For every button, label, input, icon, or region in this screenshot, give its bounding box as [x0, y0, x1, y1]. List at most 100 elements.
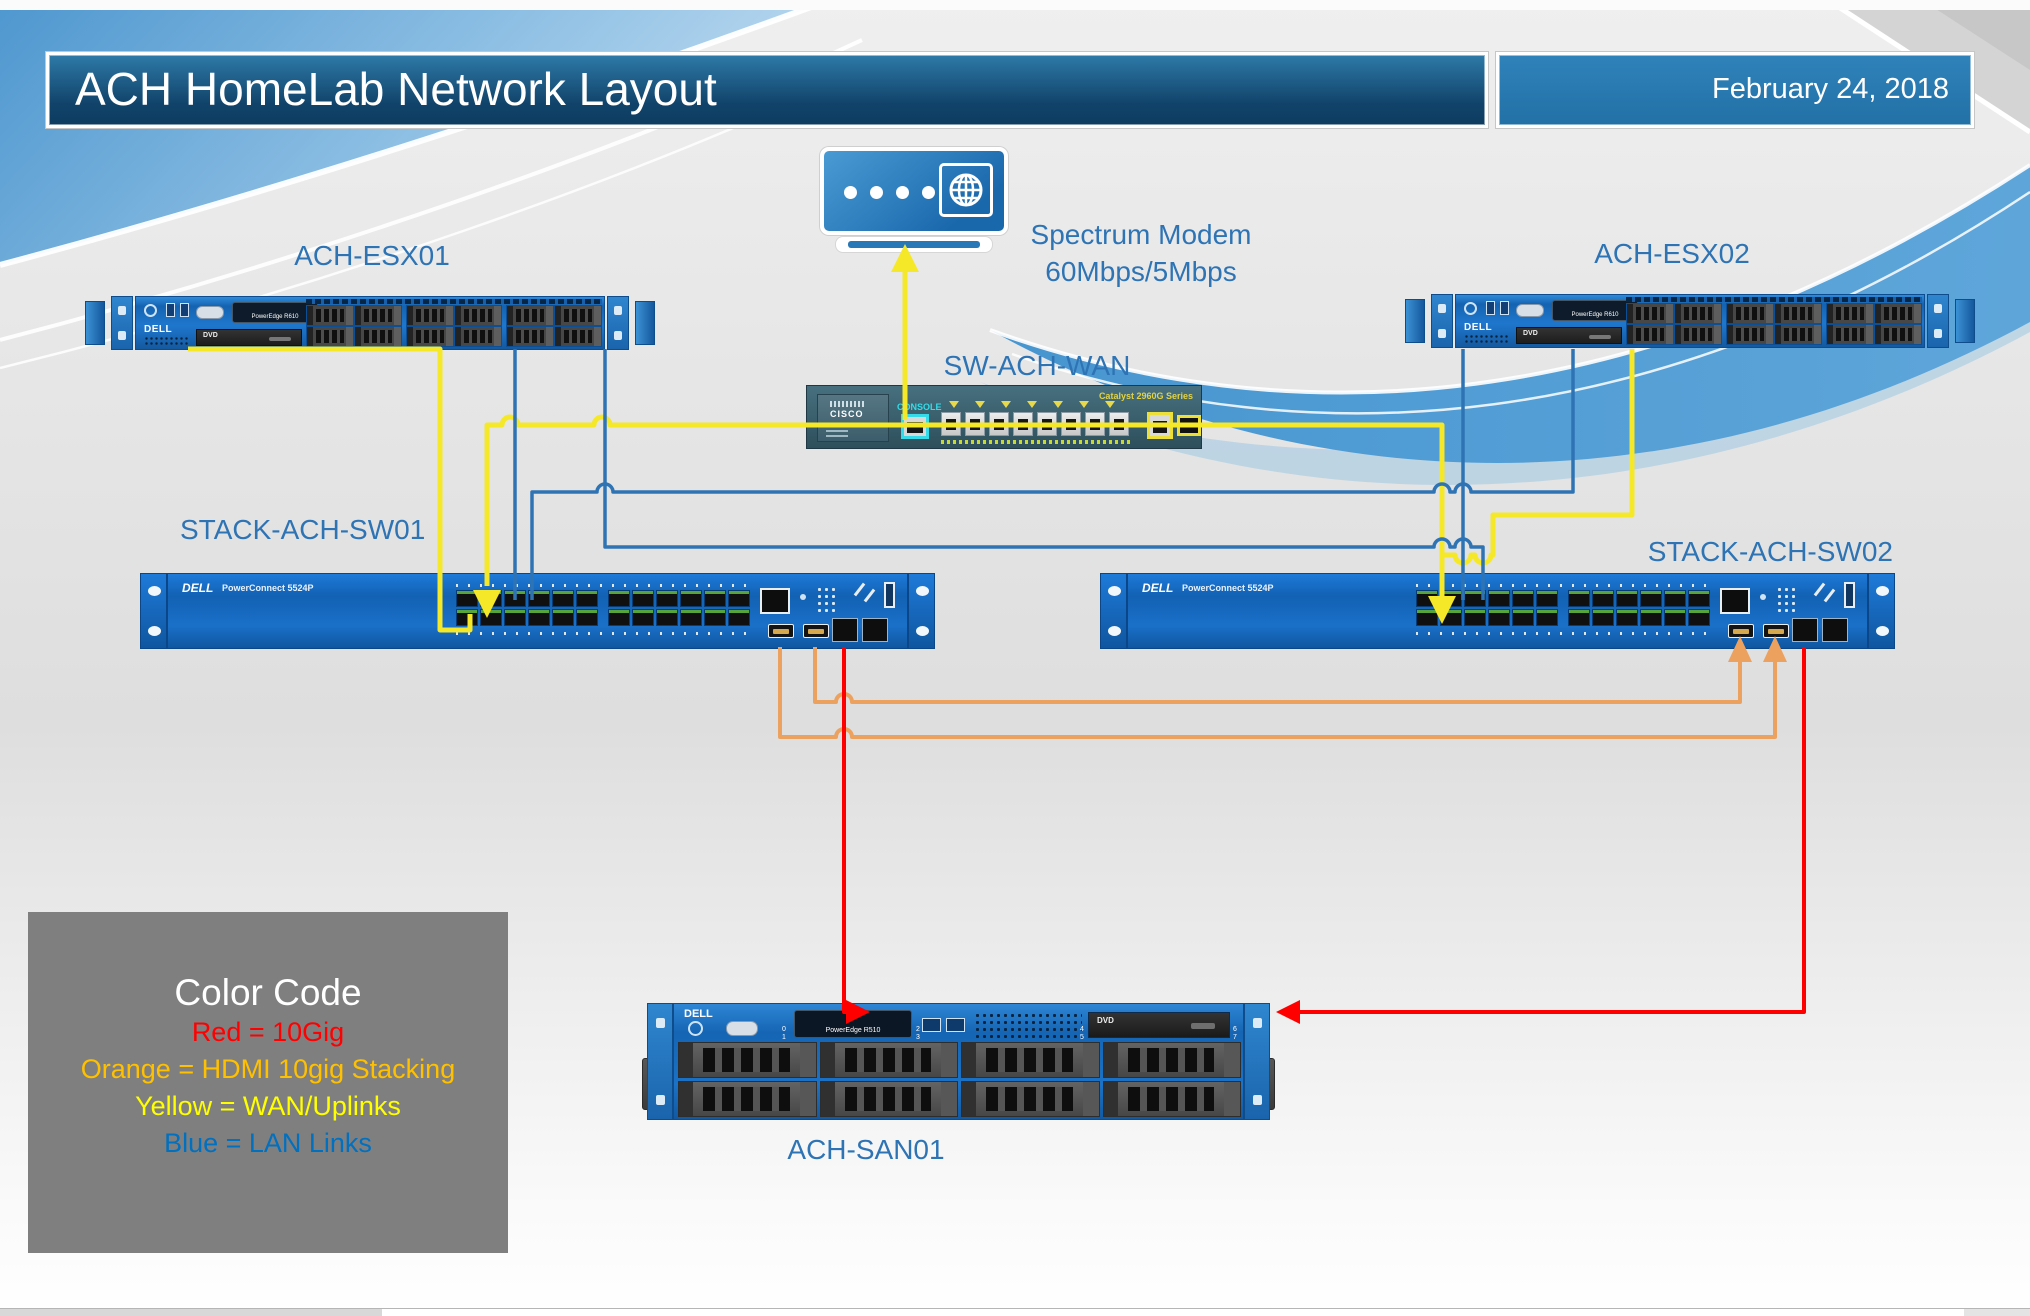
model-label: PowerConnect 5524P: [222, 583, 314, 593]
bay-number: 4: [1080, 1026, 1084, 1033]
switch-stack-ach-sw01: DELL PowerConnect 5524P: [140, 573, 935, 649]
modem-speed: 60Mbps/5Mbps: [1045, 256, 1237, 287]
modem-name: Spectrum Modem: [1030, 219, 1252, 250]
usb-port-icon: [922, 1018, 941, 1032]
date-badge: February 24, 2018: [1496, 52, 1974, 128]
power-button-icon: [688, 1021, 703, 1036]
modem-led-dots: [844, 186, 935, 199]
label-ach-esx02: ACH-ESX02: [1594, 238, 1750, 269]
port-activity-strip: [941, 440, 1131, 444]
port-block: [608, 590, 750, 626]
vga-port-icon: [1516, 304, 1544, 317]
usb-port-icon: [1844, 582, 1855, 608]
window-bottom-edge-corner: [1964, 1309, 2030, 1316]
reset-button: [800, 594, 806, 600]
legend-item-yellow: Yellow = WAN/Uplinks: [135, 1091, 401, 1121]
usb-port-icon: [166, 303, 175, 317]
usb-port-icon: [1486, 301, 1495, 315]
label-ach-esx01: ACH-ESX01: [294, 240, 450, 271]
vga-port-icon: [726, 1021, 758, 1036]
bay-number: 7: [1233, 1034, 1237, 1041]
modem-icon: [820, 147, 1008, 235]
dvd-drive: DVD: [1088, 1012, 1230, 1038]
usb-port-icon: [884, 582, 895, 608]
management-port: [1720, 588, 1750, 614]
dell-logo: DELL: [1464, 322, 1493, 333]
hdmi-stack-port: [803, 624, 829, 638]
model-label: PowerConnect 5524P: [1182, 583, 1274, 593]
legend-item-orange: Orange = HDMI 10gig Stacking: [80, 1054, 456, 1084]
page-title: ACH HomeLab Network Layout: [46, 52, 1488, 128]
stacking-line-2: [778, 647, 1777, 739]
port-arrow-icons: [949, 401, 1115, 408]
cisco-logo: CISCO: [817, 394, 889, 442]
sfp-port: [1792, 618, 1818, 642]
led-grid: [1776, 586, 1798, 614]
label-ach-san01: ACH-SAN01: [787, 1134, 945, 1165]
dvd-drive: DVD: [1516, 327, 1622, 344]
san-ach-san01: DELL PowerEdge R510 DVD 0 1 2 3 4 5 6 7: [642, 1003, 1275, 1120]
sw02-san-10gig-line: [1300, 647, 1806, 1014]
bay-number: 3: [916, 1034, 920, 1041]
vent-grid: [974, 1012, 1082, 1038]
port-block: [1568, 590, 1710, 626]
bay-number: 5: [1080, 1034, 1084, 1041]
switch-stack-ach-sw02: DELL PowerConnect 5524P: [1100, 573, 1895, 649]
vent-grid: [144, 336, 188, 347]
bay-number: 0: [782, 1026, 786, 1033]
uplink-port: [1147, 412, 1173, 439]
label-sw-ach-wan: SW-ACH-WAN: [943, 350, 1131, 381]
window-bottom-edge-left: [0, 1309, 382, 1316]
legend-item-blue: Blue = LAN Links: [164, 1128, 372, 1158]
drive-bays: [678, 1042, 1241, 1117]
hdmi-stack-port: [768, 624, 794, 638]
drive-bays: [1626, 303, 1922, 345]
dell-logo: DELL: [1142, 581, 1174, 595]
dell-logo: DELL: [182, 581, 214, 595]
bay-number: 6: [1233, 1026, 1237, 1033]
hdmi-stack-port: [1728, 624, 1754, 638]
label-stack-ach-sw01: STACK-ACH-SW01: [180, 514, 426, 545]
management-port: [760, 588, 790, 614]
port-block: [456, 590, 598, 626]
vent-grid: [1464, 334, 1508, 345]
dell-logo: DELL: [144, 324, 173, 335]
server-ach-esx02: PowerEdge R610 DELL DVD: [1405, 294, 1975, 348]
lcd-panel: PowerEdge R510: [794, 1010, 912, 1038]
console-label: CONSOLE: [897, 402, 942, 412]
color-code-legend: Color Code Red = 10Gig Orange = HDMI 10g…: [28, 912, 508, 1253]
sfp-port: [832, 618, 858, 642]
server-ach-esx01: PowerEdge R610 DELL DVD: [85, 296, 655, 350]
modem-label: Spectrum Modem 60Mbps/5Mbps: [1031, 216, 1252, 290]
sfp-port: [862, 618, 888, 642]
drive-bays: [306, 305, 602, 347]
port-block: [1416, 590, 1558, 626]
bay-number: 2: [916, 1026, 920, 1033]
legend-item-red: Red = 10Gig: [191, 1017, 345, 1047]
console-port: [901, 414, 929, 439]
hdmi-stack-port: [1763, 624, 1789, 638]
led-grid: [816, 586, 838, 614]
usb-port-icon: [180, 303, 189, 317]
dvd-drive: DVD: [196, 329, 302, 346]
esx02-uplink-line: [1443, 349, 1635, 566]
stacking-line-1: [813, 647, 1742, 704]
globe-icon: [939, 163, 993, 217]
reset-button: [1760, 594, 1766, 600]
catalyst-series-label: Catalyst 2960G Series: [1098, 391, 1193, 401]
legend-title: Color Code: [174, 972, 362, 1013]
switch-sw-ach-wan: CISCO CONSOLE Catalyst 2960G Series: [806, 385, 1202, 449]
arrow-left-icon: [1276, 1000, 1300, 1024]
power-button-icon: [1464, 302, 1477, 315]
sfp-port: [1822, 618, 1848, 642]
modem-base: [836, 237, 992, 252]
vga-port-icon: [196, 306, 224, 319]
uplink-sfp-port: [1177, 415, 1201, 436]
bay-number: 1: [782, 1034, 786, 1041]
usb-port-icon: [946, 1018, 965, 1032]
label-stack-ach-sw02: STACK-ACH-SW02: [1647, 536, 1893, 567]
power-button-icon: [144, 304, 157, 317]
ethernet-ports: [941, 412, 1129, 436]
sw01-san-10gig-line: [842, 647, 846, 1014]
